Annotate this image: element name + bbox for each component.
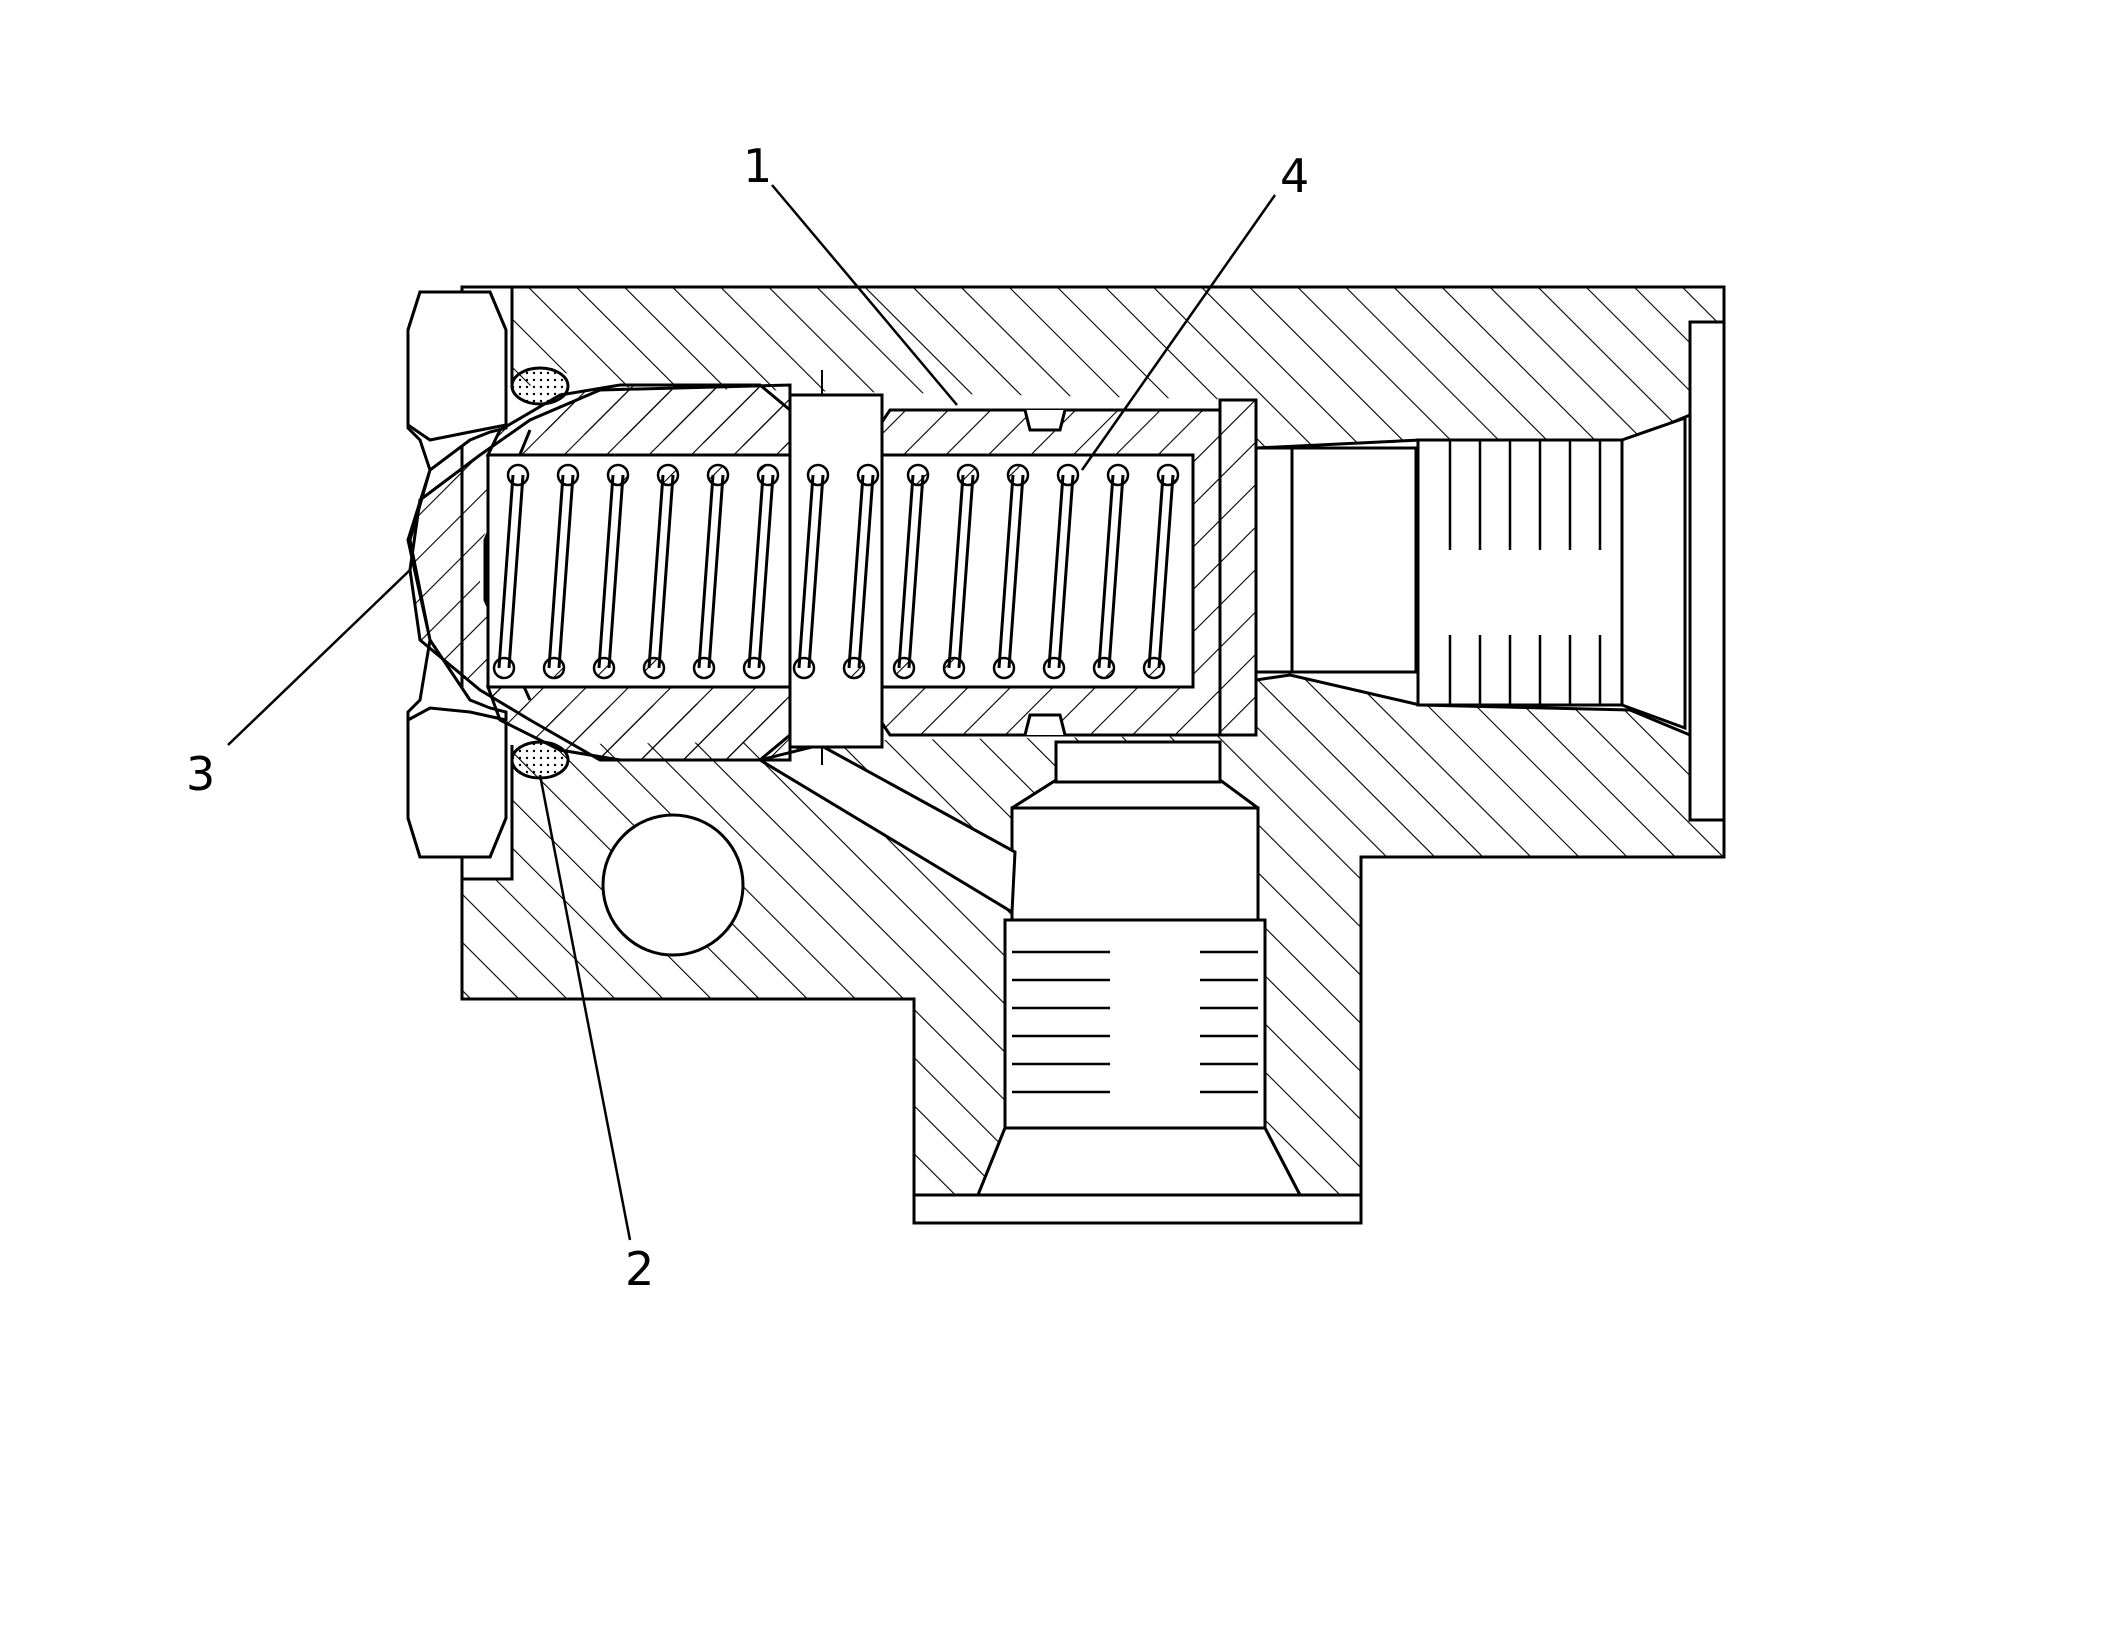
spring-coil-section: [1006, 463, 1030, 487]
spring-coil-wire: [547, 474, 565, 669]
spring-coil-wire: [597, 474, 615, 669]
spring-coil-section: [806, 463, 830, 487]
spring-coil-section: [1042, 656, 1066, 680]
spring-coil-section: [556, 463, 580, 487]
spring-coil-section: [1106, 463, 1130, 487]
spring-coil-wire: [1007, 474, 1025, 669]
leader-line-4: [1080, 194, 1277, 471]
spring-coil-section: [992, 656, 1016, 680]
spring-coil-section: [892, 656, 916, 680]
spring-coil-wire: [757, 474, 775, 669]
spring-coil-wire: [997, 474, 1015, 669]
spring-coil-wire: [507, 474, 525, 669]
piston-groove-upper: [1023, 409, 1067, 432]
right-port-threads: [1448, 440, 1602, 705]
spring-coil-section: [756, 463, 780, 487]
piston-groove-lower: [1023, 713, 1067, 736]
spring-coil-wire: [1047, 474, 1065, 669]
bottom-port-taper: [975, 1126, 1303, 1197]
leader-line-3: [227, 569, 411, 746]
callout-3: 3: [186, 747, 215, 801]
hex-nut-upper-face: [406, 290, 508, 442]
spring-coil-section: [1056, 463, 1080, 487]
spring-coil-section: [1156, 463, 1180, 487]
spring-coil-wire: [1097, 474, 1115, 669]
spring-coil-section: [906, 463, 930, 487]
spring-coil-section: [792, 656, 816, 680]
spring-coil-section: [642, 656, 666, 680]
diagonal-passage: [756, 743, 1017, 915]
spring-coil-wire: [947, 474, 965, 669]
center-gap: [788, 393, 884, 749]
spring-coil-wire: [1057, 474, 1075, 669]
spring-coil-wire: [607, 474, 625, 669]
spring-coil-section: [692, 656, 716, 680]
spring-coil-wire: [797, 474, 815, 669]
spring-coil-section: [942, 656, 966, 680]
spring-coil-wire: [557, 474, 575, 669]
right-end-plate: [1688, 320, 1726, 822]
screw-sleeve-upper: [485, 383, 792, 457]
right-port-plug: [1416, 438, 1624, 707]
spring-coil-section: [856, 463, 880, 487]
spring-coil-wire: [957, 474, 975, 669]
bore-end-plug-step: [1254, 446, 1294, 674]
piston-bore: [878, 453, 1195, 689]
spring-coil-section: [492, 656, 516, 680]
bottom-port-plug: [1003, 918, 1267, 1130]
spring: [492, 463, 1180, 680]
right-port-taper: [1620, 415, 1687, 731]
spring-coil-section: [1092, 656, 1116, 680]
spring-coil-section: [542, 656, 566, 680]
spring-coil-section: [592, 656, 616, 680]
callout-2: 2: [625, 1242, 654, 1296]
spring-coil-wire: [1157, 474, 1175, 669]
bottom-port-threads: [1012, 950, 1258, 1094]
callout-4: 4: [1280, 149, 1309, 203]
bore-end-plug: [1218, 398, 1258, 737]
leader-line-1: [771, 184, 958, 406]
spring-coil-wire: [647, 474, 665, 669]
spring-coil-wire: [747, 474, 765, 669]
spring-coil-section: [606, 463, 630, 487]
spring-coil-section: [506, 463, 530, 487]
spring-coil-section: [656, 463, 680, 487]
spring-coil-wire: [847, 474, 865, 669]
bottom-port-stem: [1010, 806, 1260, 922]
spring-coil-wire: [657, 474, 675, 669]
spring-coil-section: [1142, 656, 1166, 680]
spring-coil-wire: [497, 474, 515, 669]
spring-coil-section: [742, 656, 766, 680]
hex-nut-lower-face: [406, 706, 508, 859]
spring-coil-wire: [697, 474, 715, 669]
spring-coil-section: [842, 656, 866, 680]
spring-coil-section: [956, 463, 980, 487]
spring-coil-section: [706, 463, 730, 487]
spring-coil-wire: [897, 474, 915, 669]
bottom-flange: [912, 1193, 1363, 1225]
bottom-port-neck: [1054, 740, 1222, 784]
spring-coil-wire: [857, 474, 875, 669]
spring-coil-wire: [707, 474, 725, 669]
spring-coil-wire: [807, 474, 825, 669]
callout-1: 1: [743, 139, 772, 193]
cross-drilled-port: [601, 813, 745, 957]
spring-coil-wire: [1147, 474, 1165, 669]
leader-line-2: [538, 774, 632, 1241]
spring-coil-wire: [1107, 474, 1125, 669]
spring-coil-wire: [907, 474, 925, 669]
seal-ring-upper: [510, 366, 570, 406]
